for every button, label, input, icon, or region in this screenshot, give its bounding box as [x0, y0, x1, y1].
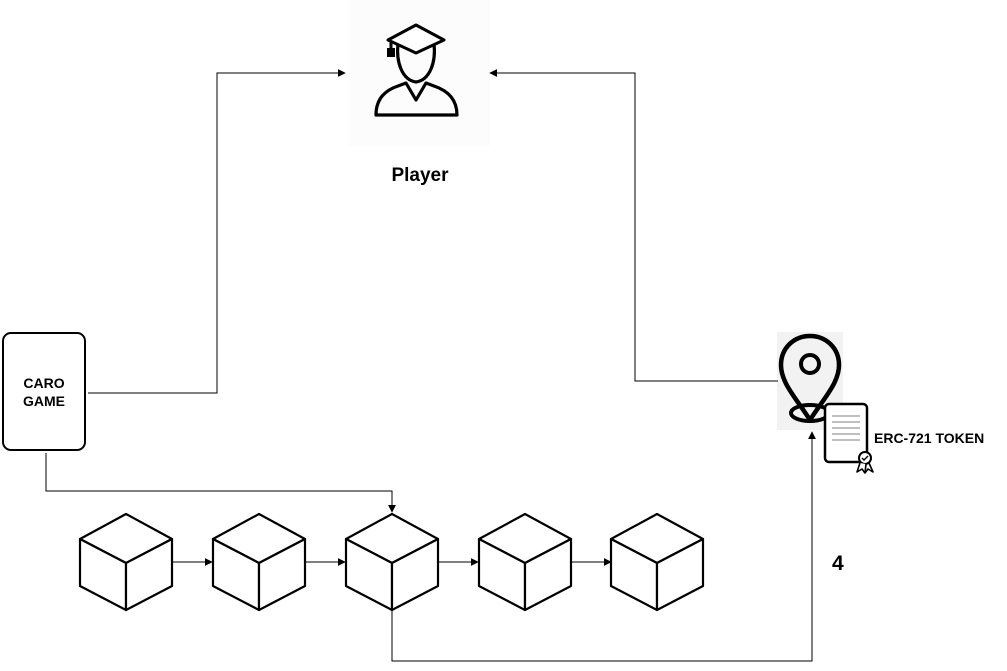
cube-icon	[344, 512, 440, 612]
erc721-token-label: ERC-721 TOKEN	[874, 430, 985, 446]
player-label: Player	[391, 165, 449, 186]
edge-chain-to-token	[391, 431, 816, 662]
cube-icon	[477, 512, 573, 612]
caro-game-node[interactable]: CARO GAME	[2, 332, 86, 451]
caro-game-label: CARO GAME	[23, 374, 65, 409]
cube-icon	[78, 512, 174, 612]
edge-game-to-chain	[45, 453, 396, 513]
cube-icon	[211, 512, 307, 612]
edge-token-to-player	[489, 69, 778, 382]
step-number-label: 4	[832, 552, 844, 575]
certificate-icon	[823, 402, 874, 474]
graduate-user-icon	[348, 0, 490, 146]
edge-game-to-player	[88, 69, 346, 394]
cube-icon	[609, 512, 705, 612]
